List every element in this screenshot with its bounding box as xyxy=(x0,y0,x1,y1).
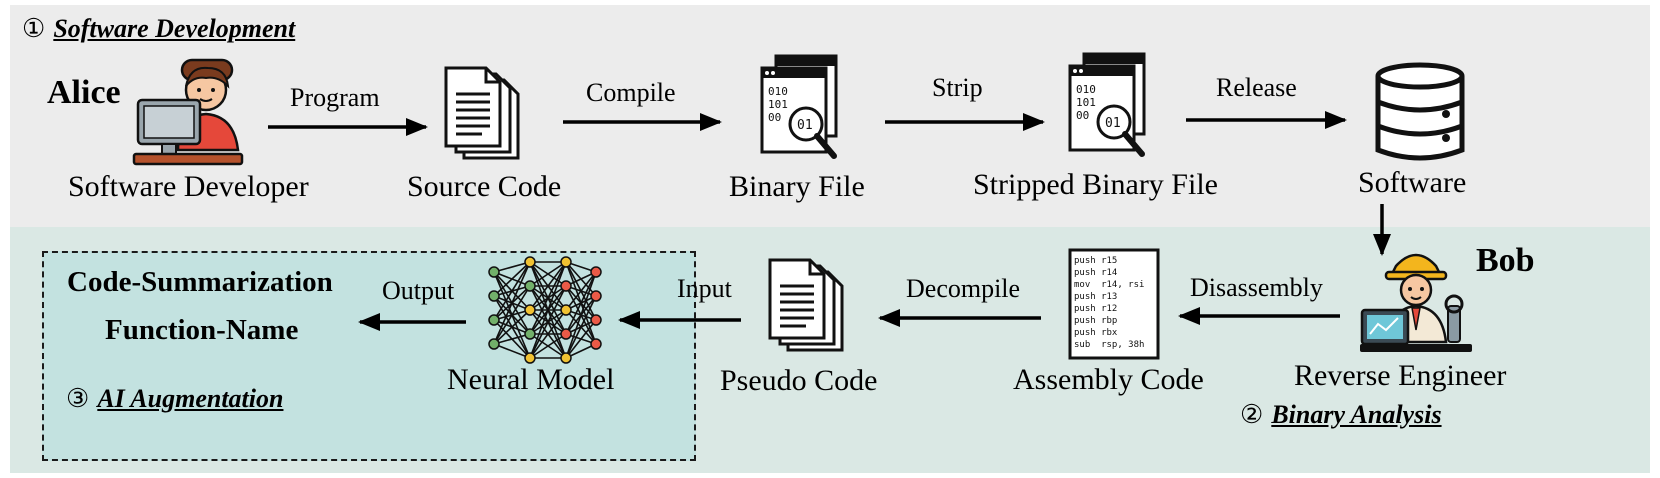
assembly-line: mov r14, rsi xyxy=(1074,280,1144,290)
alice-name: Alice xyxy=(47,74,121,111)
bob-reverse-engineer-icon xyxy=(1360,253,1472,352)
neural-connection xyxy=(493,261,531,345)
software-label: Software xyxy=(1358,166,1467,199)
output-code-summarization: Code-Summarization xyxy=(67,266,333,298)
neural-connection xyxy=(529,333,567,359)
edge-label-program: Program xyxy=(290,83,380,112)
phase-number: ③ xyxy=(66,384,90,413)
neural-connection xyxy=(529,261,567,335)
edge-label-compile: Compile xyxy=(586,78,676,107)
neural-connection xyxy=(529,261,567,287)
neural-connection xyxy=(493,261,531,273)
neural-node xyxy=(524,352,536,364)
neural-node xyxy=(524,328,536,340)
neural-model-label: Neural Model xyxy=(447,363,615,396)
neural-connection xyxy=(493,261,531,297)
edge-label-decompile: Decompile xyxy=(906,274,1021,303)
neural-node xyxy=(560,280,572,292)
assembly-line: push rbx xyxy=(1074,328,1118,338)
neural-node xyxy=(488,314,500,326)
neural-connection xyxy=(529,309,567,359)
edge-label-output: Output xyxy=(382,276,455,305)
assembly-line: sub rsp, 38h xyxy=(1074,340,1144,350)
source-code-label: Source Code xyxy=(407,170,562,203)
edge-label-release: Release xyxy=(1216,73,1297,102)
phase-number: ① xyxy=(22,14,46,43)
assembly-line: push r14 xyxy=(1074,268,1117,278)
phase-title: Binary Analysis xyxy=(1271,400,1442,429)
neural-node xyxy=(524,304,536,316)
assembly-line: push r13 xyxy=(1074,292,1117,302)
software-database-icon xyxy=(1375,62,1465,161)
neural-connection xyxy=(565,271,597,335)
assembly-line: push rbp xyxy=(1074,316,1117,326)
assembly-line: push r15 xyxy=(1074,256,1117,266)
binary-digits: 010 xyxy=(768,85,788,98)
neural-connection xyxy=(565,295,597,359)
neural-node xyxy=(524,256,536,268)
neural-node xyxy=(590,338,602,350)
neural-node xyxy=(560,256,572,268)
stripped-binary-file-icon: 010 101 00 01 xyxy=(1068,52,1146,157)
neural-connection xyxy=(565,271,597,311)
pseudo-code-document-icon xyxy=(768,258,844,352)
binary-file-icon: 010 101 00 01 xyxy=(760,54,838,159)
neural-node xyxy=(488,290,500,302)
phase-title: Software Development xyxy=(53,14,296,43)
neural-connection xyxy=(493,309,531,345)
neural-node xyxy=(524,280,536,292)
binary-file-label: Binary File xyxy=(729,170,865,203)
neural-connection xyxy=(493,261,531,321)
neural-connection xyxy=(529,285,567,359)
neural-node xyxy=(560,328,572,340)
neural-node xyxy=(560,352,572,364)
bob-name: Bob xyxy=(1476,242,1535,279)
neural-node xyxy=(590,266,602,278)
neural-connection xyxy=(493,343,531,359)
output-function-name: Function-Name xyxy=(105,314,299,346)
neural-connection xyxy=(493,333,531,345)
stripped-binary-file-label: Stripped Binary File xyxy=(973,168,1218,201)
assembly-code-label: Assembly Code xyxy=(1013,363,1204,396)
binary-digits: 00 xyxy=(1076,109,1089,122)
neural-node xyxy=(590,290,602,302)
pseudo-code-label: Pseudo Code xyxy=(720,364,878,397)
binary-digits: 101 xyxy=(1076,96,1096,109)
binary-digits: 101 xyxy=(768,98,788,111)
assembly-line: push r12 xyxy=(1074,304,1117,314)
neural-connection xyxy=(529,261,567,359)
phase-number: ② xyxy=(1240,400,1264,429)
bob-role: Reverse Engineer xyxy=(1294,359,1507,392)
binary-digits: 010 xyxy=(1076,83,1096,96)
edge-label-strip: Strip xyxy=(932,73,983,102)
phase-title: AI Augmentation xyxy=(97,384,284,413)
neural-node xyxy=(488,338,500,350)
neural-connection xyxy=(493,285,531,345)
neural-node xyxy=(560,304,572,316)
edge-label-input: Input xyxy=(677,274,732,303)
neural-connection xyxy=(565,271,597,359)
source-code-document-icon xyxy=(444,66,520,160)
alice-role: Software Developer xyxy=(68,170,309,203)
alice-developer-icon xyxy=(132,58,244,166)
magnifier-digits: 01 xyxy=(797,118,813,133)
neural-node xyxy=(590,314,602,326)
assembly-code-document-icon: push r15 push r14 mov r14, rsi push r13 … xyxy=(1068,248,1160,360)
neural-node xyxy=(488,266,500,278)
magnifier-digits: 01 xyxy=(1105,116,1121,131)
neural-connection xyxy=(529,261,567,311)
edge-label-disassembly: Disassembly xyxy=(1190,273,1323,302)
neural-connection xyxy=(565,319,597,359)
neural-network-icon xyxy=(488,256,602,364)
binary-digits: 00 xyxy=(768,111,781,124)
